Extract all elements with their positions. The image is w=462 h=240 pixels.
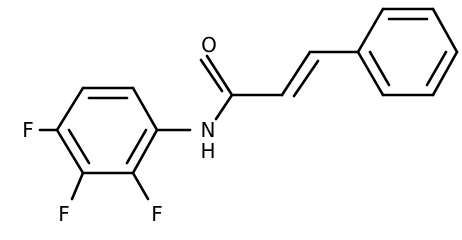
- aromatic-inner-bond: [67, 128, 91, 165]
- phenyl-ring: [356, 7, 459, 97]
- fluorine-atom-label: F: [151, 202, 163, 226]
- bond: [205, 54, 234, 97]
- trifluorophenyl-ring: [55, 86, 159, 175]
- double-bond-inner: [292, 59, 320, 98]
- bond: [214, 93, 234, 121]
- bond: [131, 128, 159, 175]
- bond: [431, 7, 459, 54]
- bond: [131, 86, 159, 132]
- fluorine-atom-label: F: [58, 202, 70, 226]
- hydrogen-atom-label: H: [200, 139, 215, 163]
- bond: [356, 50, 385, 97]
- aromatic-inner-bond: [368, 50, 391, 87]
- c-f-bond: [70, 171, 85, 201]
- double-bond-inner: [199, 58, 224, 93]
- carbonyl-group: [199, 54, 234, 121]
- bond: [55, 128, 85, 175]
- aromatic-inner-bond: [425, 50, 448, 87]
- vinyl-linker: [230, 50, 360, 98]
- nitrogen-atom-label: N: [201, 118, 216, 142]
- bond: [431, 50, 459, 97]
- fluorine-atom-label: F: [22, 118, 34, 142]
- bond: [356, 7, 385, 54]
- bond: [280, 50, 312, 97]
- aromatic-inner-bond: [125, 128, 148, 165]
- c-f-bond: [131, 171, 150, 201]
- oxygen-atom-label: O: [201, 33, 217, 57]
- bond: [55, 86, 85, 132]
- structure-diagram: O N H F F F: [22, 7, 459, 226]
